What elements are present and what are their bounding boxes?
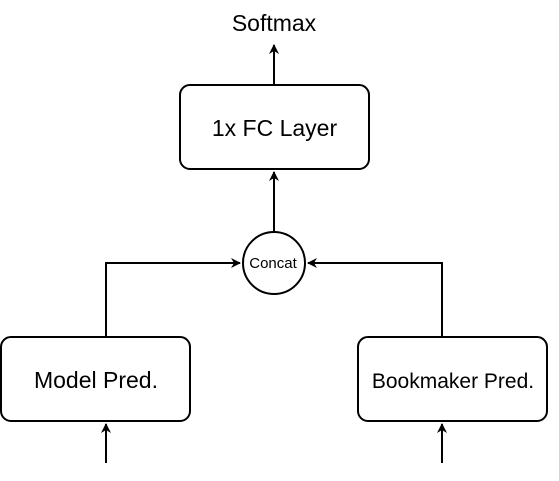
- bookmaker-pred-label: Bookmaker Pred.: [372, 370, 534, 393]
- fc-layer-label: 1x FC Layer: [212, 115, 338, 141]
- model-pred-node: Model Pred.: [0, 336, 191, 422]
- concat-label: Concat: [249, 255, 297, 272]
- softmax-label: Softmax: [232, 10, 317, 36]
- model-pred-box: [0, 336, 191, 422]
- arrow-model-to-concat: [105, 258, 241, 337]
- concat-circle: [242, 231, 306, 295]
- arrow-bookmaker-to-concat: [307, 258, 443, 337]
- fc-layer-node: 1x FC Layer: [179, 84, 370, 170]
- bookmaker-pred-node: Bookmaker Pred.: [357, 336, 548, 422]
- concat-node: Concat: [242, 231, 306, 295]
- fc-layer-box: [179, 84, 370, 170]
- bookmaker-pred-box: [357, 336, 548, 422]
- model-pred-label: Model Pred.: [34, 367, 158, 393]
